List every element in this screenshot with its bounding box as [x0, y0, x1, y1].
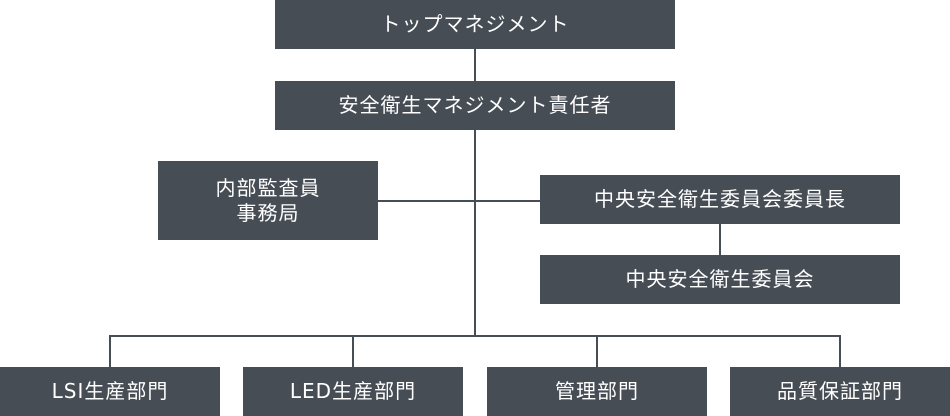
- secretariat-label: 事務局: [236, 200, 300, 225]
- connector-dept-qa: [839, 335, 841, 367]
- connector-auditor-to-chair: [377, 200, 541, 202]
- committee-chair-label: 中央安全衛生委員会委員長: [594, 187, 846, 211]
- dept-admin-box: 管理部門: [487, 367, 707, 416]
- dept-led-box: LED生産部門: [243, 367, 463, 416]
- dept-lsi-label: LSI生産部門: [51, 379, 169, 403]
- connector-dept-lsi: [109, 335, 111, 367]
- top-management-box: トップマネジメント: [275, 0, 675, 49]
- dept-qa-label: 品質保証部門: [777, 379, 903, 403]
- internal-auditor-label: 内部監査員: [215, 175, 321, 200]
- connector-dept-led: [352, 335, 354, 367]
- connector-dept-horizontal: [109, 335, 840, 337]
- committee-chair-box: 中央安全衛生委員会委員長: [540, 175, 900, 224]
- safety-manager-box: 安全衛生マネジメント責任者: [275, 81, 675, 130]
- dept-admin-label: 管理部門: [555, 379, 639, 403]
- connector-main-trunk: [474, 130, 476, 336]
- dept-qa-box: 品質保証部門: [730, 367, 950, 416]
- committee-label: 中央安全衛生委員会: [625, 267, 815, 291]
- top-management-label: トップマネジメント: [380, 12, 570, 36]
- internal-auditor-box: 内部監査員 事務局: [158, 161, 378, 240]
- committee-box: 中央安全衛生委員会: [540, 255, 900, 304]
- connector-dept-admin: [596, 335, 598, 367]
- connector-top-to-manager: [474, 49, 476, 81]
- dept-led-label: LED生産部門: [289, 379, 417, 403]
- safety-manager-label: 安全衛生マネジメント責任者: [338, 93, 612, 117]
- dept-lsi-box: LSI生産部門: [0, 367, 220, 416]
- connector-chair-to-committee: [719, 224, 721, 256]
